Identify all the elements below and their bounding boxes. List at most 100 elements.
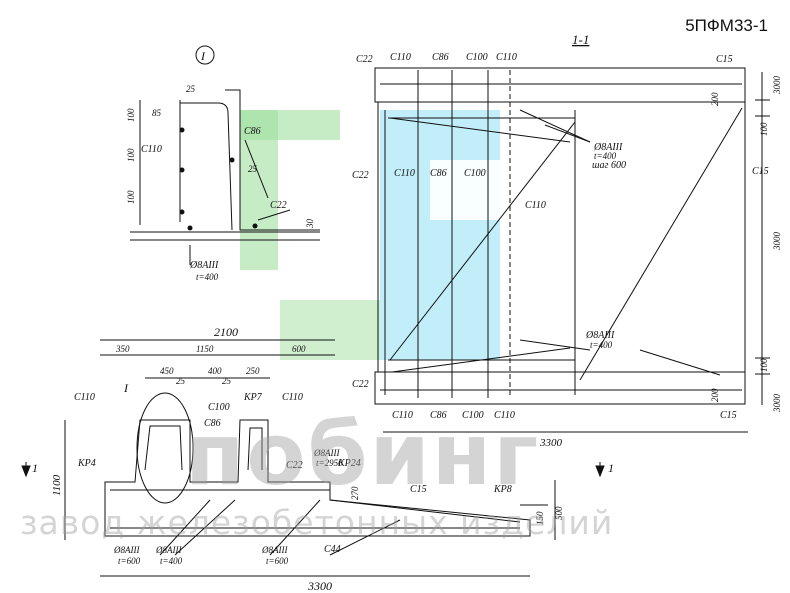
label-c110: C110 <box>141 144 162 155</box>
label-c15: C15 <box>752 166 769 177</box>
section-rebar-top: Ø8AIII t=400 шаг 600 <box>592 142 626 171</box>
label-kp24: KP24 <box>337 458 361 469</box>
dim-250: 250 <box>246 366 260 376</box>
dim-25: 25 <box>186 84 196 94</box>
bar-2-code: Ø8AIII <box>261 545 288 555</box>
detail-I <box>130 45 320 265</box>
label-c100: C100 <box>462 410 484 421</box>
rebar-code: Ø8AIII <box>593 142 623 153</box>
detail-marker: I <box>200 49 206 63</box>
dim-270: 270 <box>350 486 360 500</box>
label-c110: C110 <box>74 392 95 403</box>
section-right-dims: 3000 200 100 3000 100 200 3000 <box>710 76 782 414</box>
label-kp4: KP4 <box>77 458 96 469</box>
rebar-code: Ø8AIII <box>585 330 615 341</box>
label-c110b: C110 <box>525 200 546 211</box>
rebar-length: t=400 <box>590 340 613 350</box>
dim-3000-bottom: 3000 <box>772 394 782 414</box>
dim-200-top: 200 <box>710 92 720 106</box>
rebar-code: Ø8AIII <box>189 260 219 271</box>
label-c110b: C110 <box>282 392 303 403</box>
label-c22: C22 <box>352 170 369 181</box>
section-width-dim: 3300 <box>539 437 563 449</box>
bar-0-code: Ø8AIII <box>113 545 140 555</box>
label-c100: C100 <box>464 168 486 179</box>
dim-400: 400 <box>208 366 222 376</box>
label-c86: C86 <box>430 168 447 179</box>
elev-labels: C110 C86 C100 KP7 C110 C22 KP4 C15 KP8 C… <box>74 381 512 555</box>
section-mid-labels: C22 C110 C86 C100 C110 C15 <box>352 166 769 211</box>
section-rebar-bottom: Ø8AIII t=400 <box>585 330 615 350</box>
label-kp7: KP7 <box>243 392 263 403</box>
label-c15: C15 <box>410 484 427 495</box>
elevation-view <box>21 339 605 577</box>
elev-right-dims: 270 150 500 <box>350 486 564 525</box>
elev-width-dim: 3300 <box>307 579 332 593</box>
watermark-brand: побинг <box>185 405 541 505</box>
dim-25b: 25 <box>222 376 232 386</box>
dim-100-a: 100 <box>126 108 136 122</box>
dim-100-bottom: 100 <box>759 358 769 372</box>
label-c100: C100 <box>208 402 230 413</box>
label-c22: C22 <box>356 54 373 65</box>
bar-1-len: t=400 <box>160 556 183 566</box>
rebar-length: t=400 <box>594 151 617 161</box>
section-top-labels: C22 C110 C86 C100 C110 C15 <box>356 52 733 65</box>
dim-500: 500 <box>554 506 564 520</box>
label-25: 25 <box>248 164 258 174</box>
dim-150: 150 <box>535 511 545 525</box>
dim-30: 30 <box>305 219 315 230</box>
label-c15: C15 <box>720 410 737 421</box>
section-bottom-labels: C22 C110 C86 C100 C110 C15 <box>352 379 737 421</box>
label-c44: C44 <box>324 544 341 555</box>
watermark-subtitle: завод железобетонных изделий <box>20 503 614 542</box>
label-c22: C22 <box>352 379 369 390</box>
dim-600: 600 <box>292 344 306 354</box>
label-c110: C110 <box>390 52 411 63</box>
label-c86: C86 <box>432 52 449 63</box>
label-c110: C110 <box>394 168 415 179</box>
label-c100: C100 <box>466 52 488 63</box>
cut-mark-right: 1 <box>608 461 614 475</box>
dim-100-b: 100 <box>126 148 136 162</box>
dim-3000-mid: 3000 <box>772 232 782 252</box>
elev-height-dim: 1100 <box>51 474 63 496</box>
rebar-length: t=2950 <box>316 458 343 468</box>
label-c110b: C110 <box>494 410 515 421</box>
dim-25a: 25 <box>176 376 186 386</box>
label-c22: C22 <box>286 460 303 471</box>
label-c86: C86 <box>430 410 447 421</box>
label-c22: C22 <box>270 200 287 211</box>
dim-85: 85 <box>152 108 162 118</box>
section-1-1 <box>374 67 770 433</box>
elev-top-dims: 350 1150 600 450 400 250 25 25 <box>115 344 306 386</box>
cut-mark-left: 1 <box>32 461 38 475</box>
label-c86: C86 <box>244 126 261 137</box>
dim-350: 350 <box>115 344 130 354</box>
label-c110: C110 <box>392 410 413 421</box>
dim-200-bottom: 200 <box>710 388 720 402</box>
section-title: 1-1 <box>572 32 589 47</box>
rebar-length: t=400 <box>196 272 219 282</box>
label-c86: C86 <box>204 418 221 429</box>
bar-2-len: t=600 <box>266 556 289 566</box>
label-c110b: C110 <box>496 52 517 63</box>
rebar-code: Ø8AIII <box>313 448 340 458</box>
label-c15: C15 <box>716 54 733 65</box>
elev-bottom-bars: Ø8AIII t=600 Ø8AIII t=400 Ø8AIII t=600 <box>113 545 289 566</box>
rebar-step: шаг 600 <box>592 160 626 171</box>
dim-450: 450 <box>160 366 174 376</box>
elev-total-dim: 2100 <box>214 325 238 339</box>
bar-1-code: Ø8AIII <box>155 545 182 555</box>
drawing-code: 5ПФМ33-1 <box>685 16 768 35</box>
dim-3000-top: 3000 <box>772 76 782 96</box>
label-kp8: KP8 <box>493 484 512 495</box>
dim-100-c: 100 <box>126 190 136 204</box>
detail-labels: C86 C110 C22 25 Ø8AIII t=400 <box>141 126 287 282</box>
detail-dims: 25 85 100 100 100 30 <box>126 84 315 229</box>
bar-0-len: t=600 <box>118 556 141 566</box>
dim-100-top: 100 <box>759 122 769 136</box>
